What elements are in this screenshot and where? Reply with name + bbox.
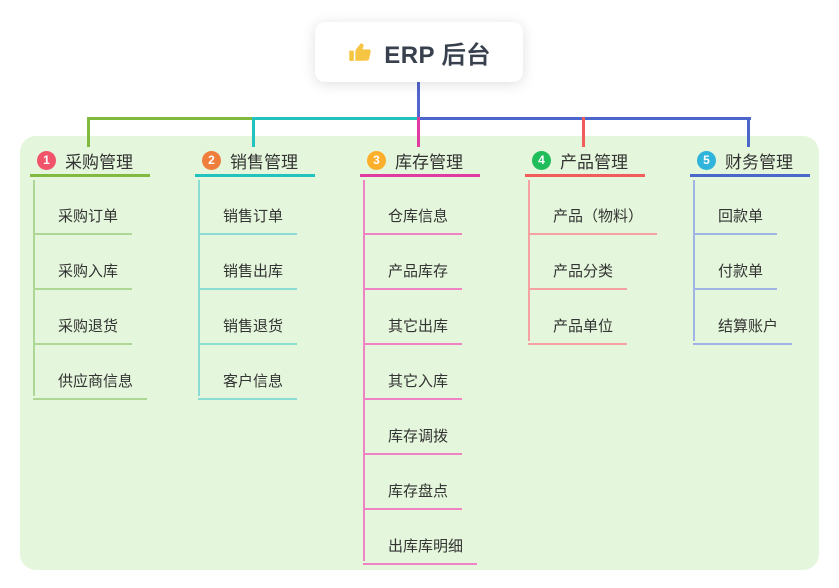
branch-header-1[interactable]: 1 采购管理 (30, 146, 150, 177)
child-node[interactable]: 其它入库 (363, 370, 463, 400)
branch-label: 库存管理 (395, 152, 463, 172)
child-node[interactable]: 其它出库 (363, 315, 463, 345)
branch-badge: 3 (367, 150, 386, 170)
child-node[interactable]: 结算账户 (693, 315, 793, 345)
child-node[interactable]: 客户信息 (198, 370, 298, 400)
branch-badge: 4 (532, 150, 551, 170)
branch-spine (528, 180, 530, 341)
trunk-connector (417, 81, 420, 120)
branch-drop-line (252, 117, 255, 147)
child-node[interactable]: 库存盘点 (363, 480, 463, 510)
branch-label: 财务管理 (725, 152, 793, 172)
thumbs-up-icon (347, 39, 373, 65)
child-node[interactable]: 仓库信息 (363, 205, 463, 235)
child-node[interactable]: 销售退货 (198, 315, 298, 345)
connector-bus-segment (252, 117, 420, 120)
branch-header-4[interactable]: 4 产品管理 (525, 146, 645, 177)
branch-header-3[interactable]: 3 库存管理 (360, 146, 480, 177)
root-node[interactable]: ERP 后台 (315, 22, 523, 82)
branch-badge: 1 (37, 150, 56, 170)
branch-badge: 2 (202, 150, 221, 170)
child-node[interactable]: 库存调拨 (363, 425, 463, 455)
child-node[interactable]: 产品分类 (528, 260, 628, 290)
child-node[interactable]: 付款单 (693, 260, 778, 290)
root-title: ERP 后台 (384, 41, 491, 69)
child-node[interactable]: 产品（物料） (528, 205, 658, 235)
branch-spine (693, 180, 695, 341)
child-node[interactable]: 产品库存 (363, 260, 463, 290)
child-node[interactable]: 采购订单 (33, 205, 133, 235)
branch-label: 采购管理 (65, 152, 133, 172)
branch-header-5[interactable]: 5 财务管理 (690, 146, 810, 177)
branch-drop-line (417, 117, 420, 147)
branch-drop-line (582, 117, 585, 147)
child-node[interactable]: 销售订单 (198, 205, 298, 235)
branch-badge: 5 (697, 150, 716, 170)
child-node[interactable]: 出库库明细 (363, 535, 478, 565)
branch-header-2[interactable]: 2 销售管理 (195, 146, 315, 177)
branch-label: 产品管理 (560, 152, 628, 172)
branch-drop-line (747, 117, 750, 147)
child-node[interactable]: 销售出库 (198, 260, 298, 290)
child-node[interactable]: 回款单 (693, 205, 778, 235)
child-node[interactable]: 采购入库 (33, 260, 133, 290)
branch-drop-line (87, 117, 90, 147)
branch-label: 销售管理 (230, 152, 298, 172)
child-node[interactable]: 供应商信息 (33, 370, 148, 400)
branches-panel (20, 136, 819, 570)
child-node[interactable]: 采购退货 (33, 315, 133, 345)
branch-spine (363, 180, 365, 561)
connector-bus-segment (87, 117, 256, 120)
child-node[interactable]: 产品单位 (528, 315, 628, 345)
